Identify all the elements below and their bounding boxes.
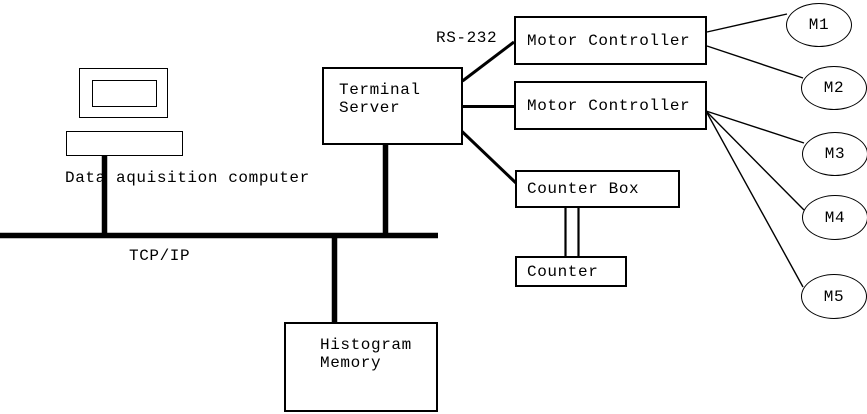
motor-controller-2-node: Motor Controller xyxy=(514,81,707,130)
tcpip-bus-caption: TCP/IP xyxy=(129,247,191,265)
counter-box-node: Counter Box xyxy=(515,170,680,208)
counter-box-label: Counter Box xyxy=(527,180,640,198)
mc2-to-m3-line xyxy=(705,110,805,144)
counter-label: Counter xyxy=(527,262,599,281)
ts-to-mc1-line xyxy=(461,40,515,83)
motor-m1-node: M1 xyxy=(786,3,852,47)
motor-m3-node: M3 xyxy=(802,132,867,176)
mc2-to-m4-line xyxy=(705,110,805,211)
ts-to-counterbox-line xyxy=(460,129,518,185)
rs232-link-caption: RS-232 xyxy=(436,29,498,47)
motor-m2-label: M2 xyxy=(823,79,845,97)
motor-controller-1-node: Motor Controller xyxy=(514,16,707,65)
motor-m4-node: M4 xyxy=(802,195,867,240)
mc2-to-m5-line xyxy=(705,110,804,288)
terminal-server-node: Terminal Server xyxy=(322,67,463,145)
motor-m2-node: M2 xyxy=(801,66,867,110)
motor-m1-label: M1 xyxy=(808,16,830,34)
counter-node: Counter xyxy=(515,256,627,287)
motor-m4-label: M4 xyxy=(824,208,846,227)
motor-controller-1-label: Motor Controller xyxy=(527,31,691,50)
computer-keyboard-icon xyxy=(66,131,183,156)
motor-m5-node: M5 xyxy=(801,274,867,319)
histogram-memory-node: Histogram Memory xyxy=(284,322,438,412)
data-acquisition-computer-caption: Data aquisition computer xyxy=(65,169,310,187)
mc1-to-m2-line xyxy=(706,45,804,79)
computer-screen-icon xyxy=(92,80,157,107)
mc1-to-m1-line xyxy=(706,13,788,33)
motor-m3-label: M3 xyxy=(824,145,846,163)
motor-m5-label: M5 xyxy=(823,287,845,306)
terminal-server-label: Terminal Server xyxy=(339,81,421,117)
motor-controller-2-label: Motor Controller xyxy=(527,96,691,115)
histogram-memory-label: Histogram Memory xyxy=(320,336,412,372)
